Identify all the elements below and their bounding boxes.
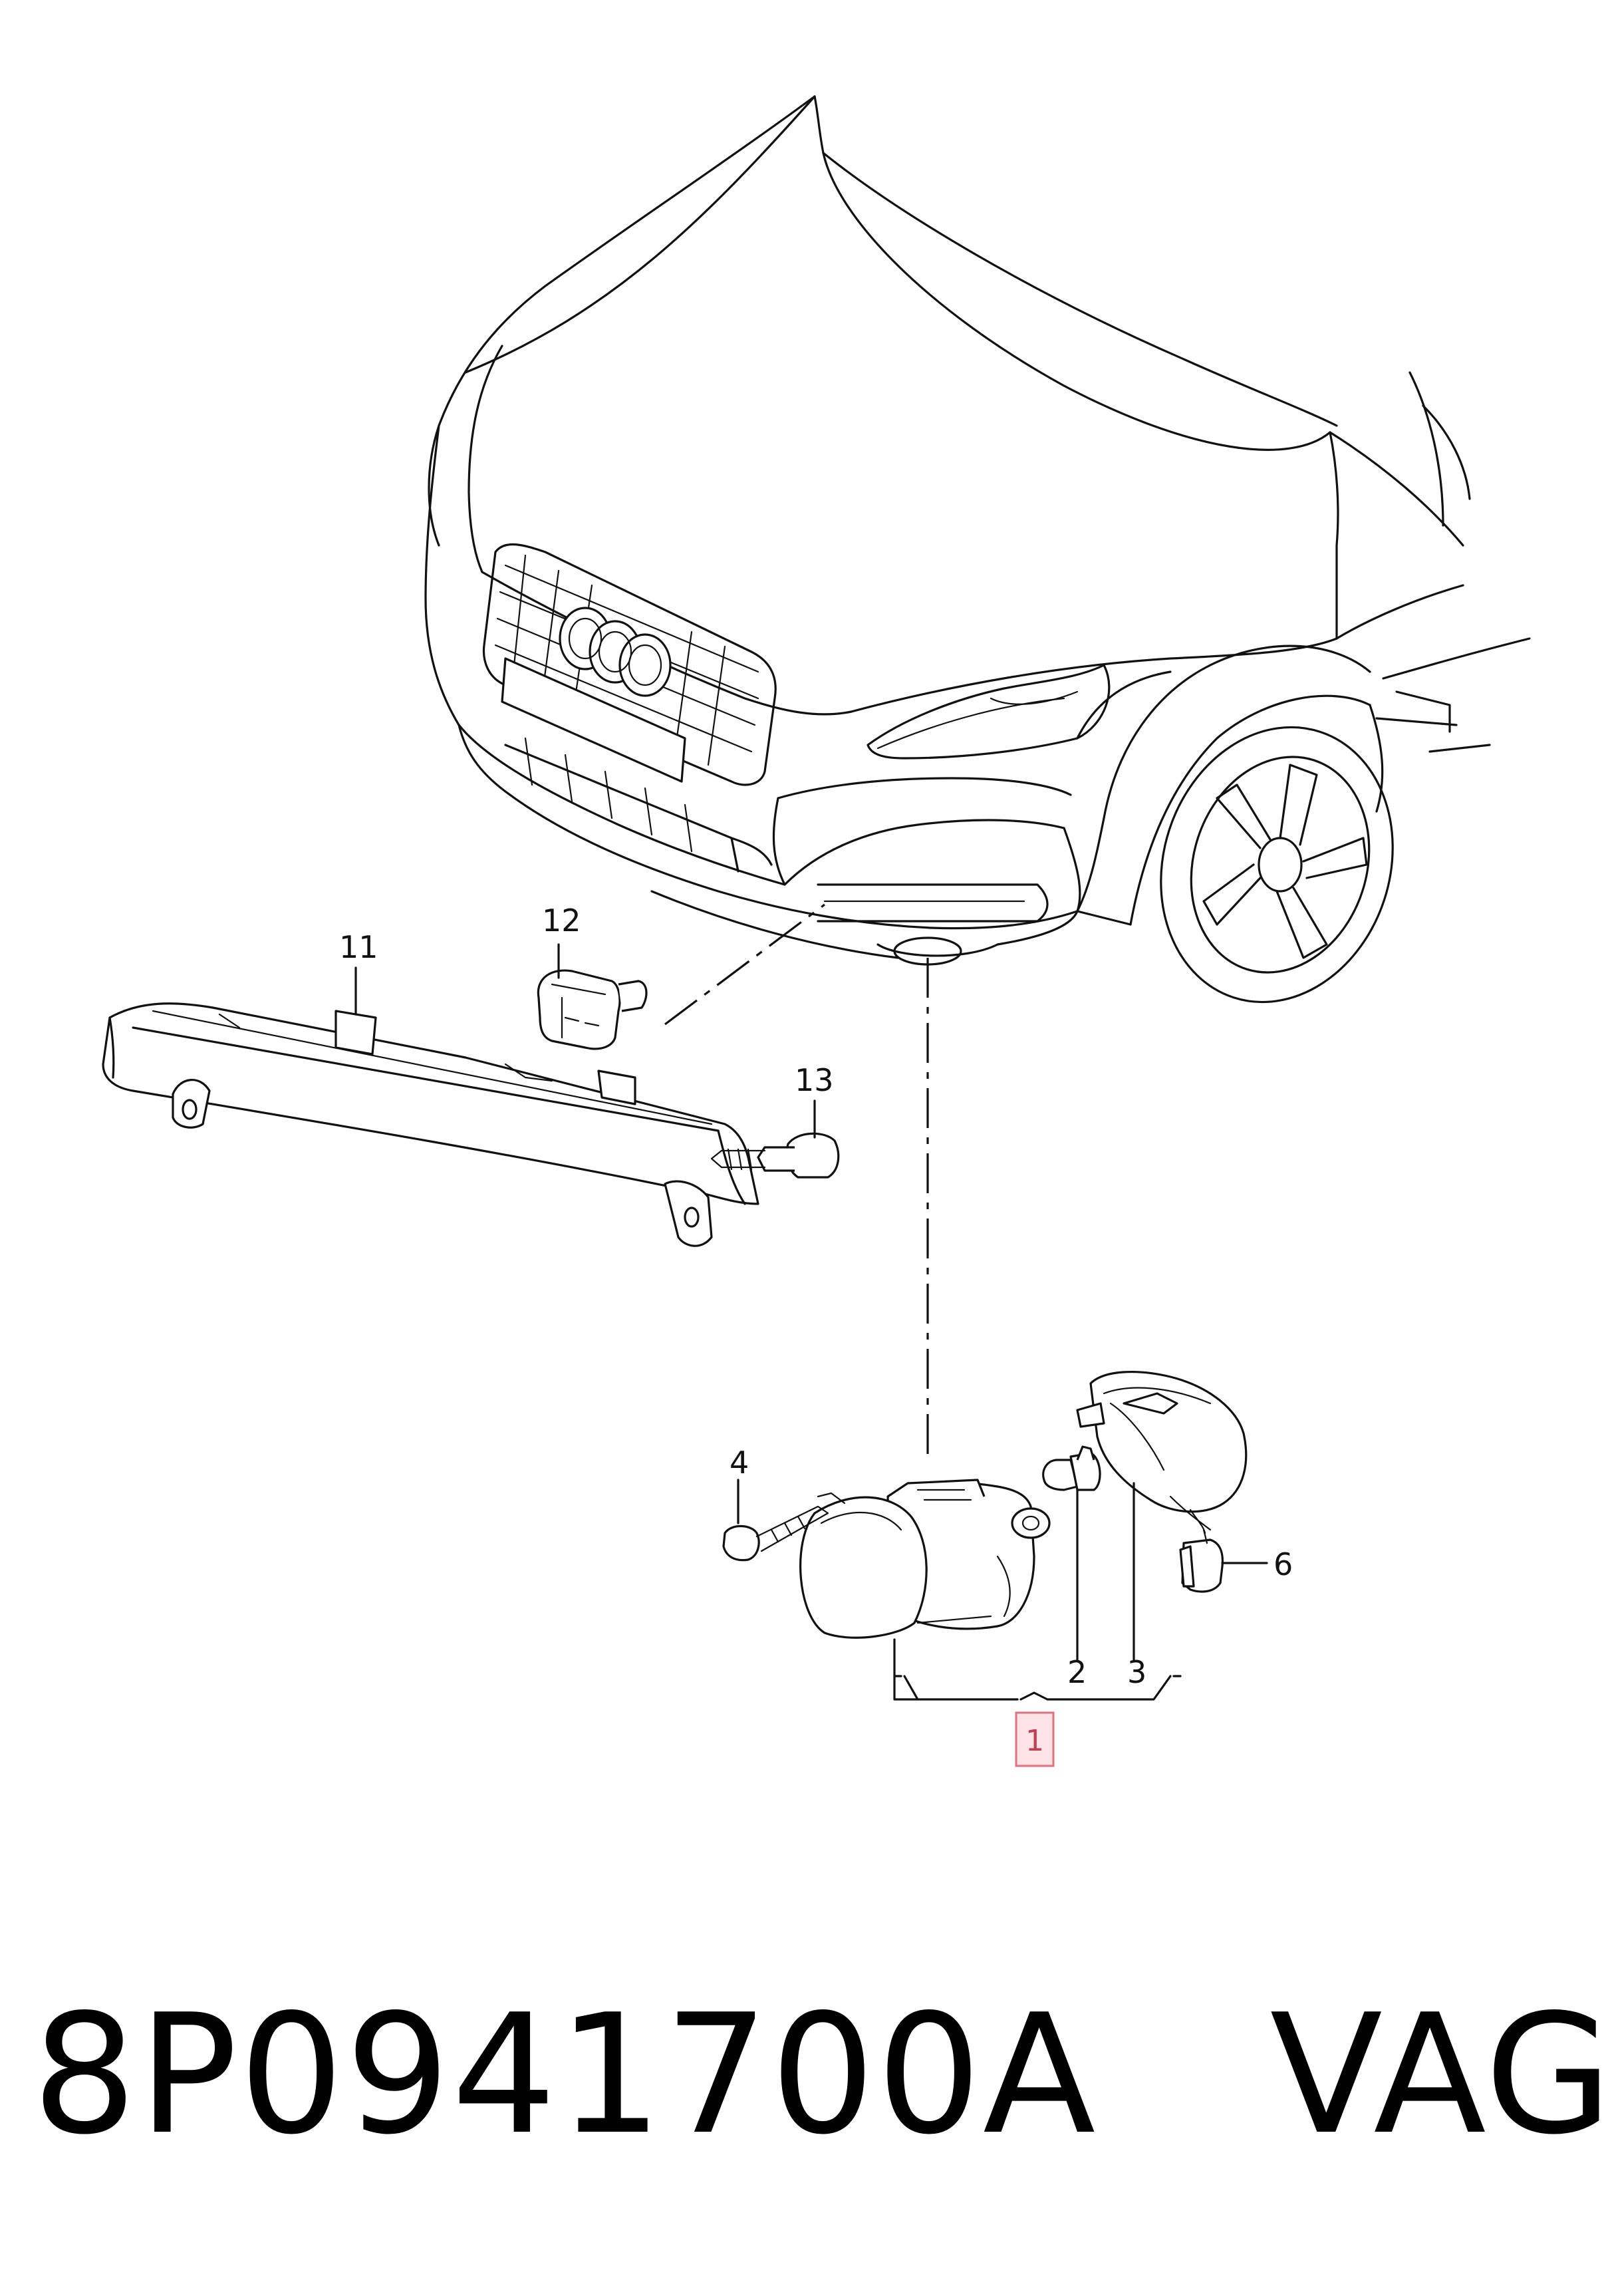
part-2-bulb [1042,1445,1101,1491]
group-bracket [893,1638,1172,1701]
callout-1-highlight [1015,1711,1055,1767]
leader-11-car [664,903,825,1026]
part-11-bracket [102,1002,759,1247]
callout-3: 3 [1127,1654,1146,1690]
part-3-cover [1076,1370,1248,1531]
part-4-screw [722,1492,846,1562]
audi-rings-logo [559,607,672,697]
part-1-fog-lamp [799,1479,1051,1639]
callout-13: 13 [795,1062,834,1098]
callout-12: 12 [542,903,581,938]
car-front [424,95,1531,1004]
wheel [1160,726,1394,1004]
callout-6: 6 [1273,1546,1293,1582]
part-13-screw [710,1132,840,1179]
part-caption: 8P0941700A VAG [32,1979,1604,2171]
callout-4: 4 [730,1445,749,1481]
part-number: 8P0941700A [32,1979,1097,2171]
part-6-connector [1179,1508,1224,1593]
callout-11: 11 [339,929,378,965]
callout-2: 2 [1067,1654,1087,1690]
part-12-connector [537,969,648,1050]
brand-name: VAG [1270,1979,1604,2171]
callout-1: 1 [1025,1724,1044,1758]
